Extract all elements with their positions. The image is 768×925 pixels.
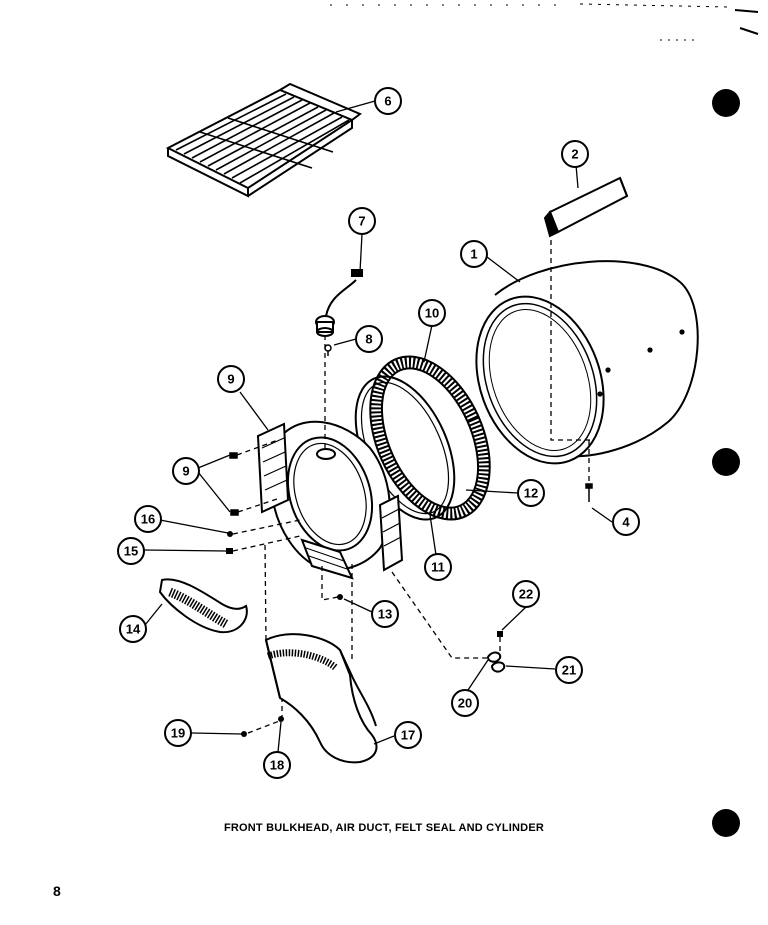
part-4-screw — [585, 483, 593, 502]
part-22-screw — [497, 631, 503, 637]
callout-5: 6 — [374, 87, 402, 115]
part-1-drum-cylinder — [475, 260, 699, 465]
callout-2: 2 — [561, 140, 589, 168]
part-10-felt-seal — [369, 355, 491, 521]
part-15-screw — [226, 548, 233, 554]
svg-text:15: 15 — [124, 544, 138, 559]
binder-hole-middle — [712, 448, 740, 476]
svg-text:8: 8 — [365, 332, 372, 347]
callout-1: 1 — [460, 240, 488, 268]
svg-text:9: 9 — [182, 464, 189, 479]
svg-text:16: 16 — [141, 512, 155, 527]
part-6-thermostat-lead — [315, 269, 363, 337]
svg-text:22: 22 — [519, 587, 533, 602]
callouts: 6 2 1 7 8 10 9 9 16 15 12 11 4 13 14 22 … — [117, 87, 640, 779]
svg-text:12: 12 — [524, 486, 538, 501]
callout-19: 19 — [164, 719, 192, 747]
part-19-screw — [241, 731, 247, 737]
callout-11: 11 — [424, 553, 452, 581]
part-5-lint-screen — [165, 82, 362, 198]
part-14-lint-housing — [158, 578, 248, 634]
callout-12: 12 — [517, 479, 545, 507]
callout-14: 14 — [119, 615, 147, 643]
callout-6: 7 — [348, 207, 376, 235]
callout-20: 20 — [451, 689, 479, 717]
part-13-screw — [337, 594, 343, 600]
part-2-baffle — [543, 176, 629, 238]
callout-22: 22 — [512, 580, 540, 608]
svg-text:11: 11 — [431, 560, 445, 575]
svg-text:18: 18 — [270, 758, 284, 773]
callout-15: 15 — [117, 537, 145, 565]
part-8-front-bulkhead — [256, 420, 404, 580]
svg-text:9: 9 — [227, 372, 234, 387]
svg-text:6: 6 — [384, 94, 391, 109]
leader-lines — [143, 100, 613, 753]
svg-text:20: 20 — [458, 696, 472, 711]
assembly-lines — [232, 240, 590, 734]
svg-text:13: 13 — [378, 607, 392, 622]
binder-hole-top — [712, 89, 740, 117]
svg-text:17: 17 — [401, 728, 415, 743]
svg-text:4: 4 — [622, 515, 630, 530]
callout-16: 16 — [134, 505, 162, 533]
part-17-air-duct — [264, 633, 378, 764]
svg-text:2: 2 — [571, 147, 578, 162]
callout-10: 10 — [418, 299, 446, 327]
svg-text:21: 21 — [562, 663, 576, 678]
part-16-clip — [227, 531, 233, 537]
svg-text:14: 14 — [126, 622, 141, 637]
callout-4: 4 — [612, 508, 640, 536]
callout-8: 9 — [217, 365, 245, 393]
part-9-screws — [229, 452, 239, 516]
callout-13: 13 — [371, 600, 399, 628]
svg-text:7: 7 — [358, 214, 365, 229]
part-7-screw — [324, 344, 332, 356]
page-number: 8 — [53, 883, 61, 899]
callout-18: 18 — [263, 751, 291, 779]
part-18-screw — [278, 716, 284, 722]
svg-text:19: 19 — [171, 726, 185, 741]
binder-hole-bottom — [712, 809, 740, 837]
callout-9: 9 — [172, 457, 200, 485]
svg-text:1: 1 — [470, 247, 477, 262]
diagram-caption: FRONT BULKHEAD, AIR DUCT, FELT SEAL AND … — [223, 822, 545, 834]
scan-noise — [330, 3, 759, 41]
callout-7: 8 — [355, 325, 383, 353]
svg-text:10: 10 — [425, 306, 439, 321]
callout-21: 21 — [555, 656, 583, 684]
part-20-21-clips — [486, 651, 506, 673]
callout-17: 17 — [394, 721, 422, 749]
